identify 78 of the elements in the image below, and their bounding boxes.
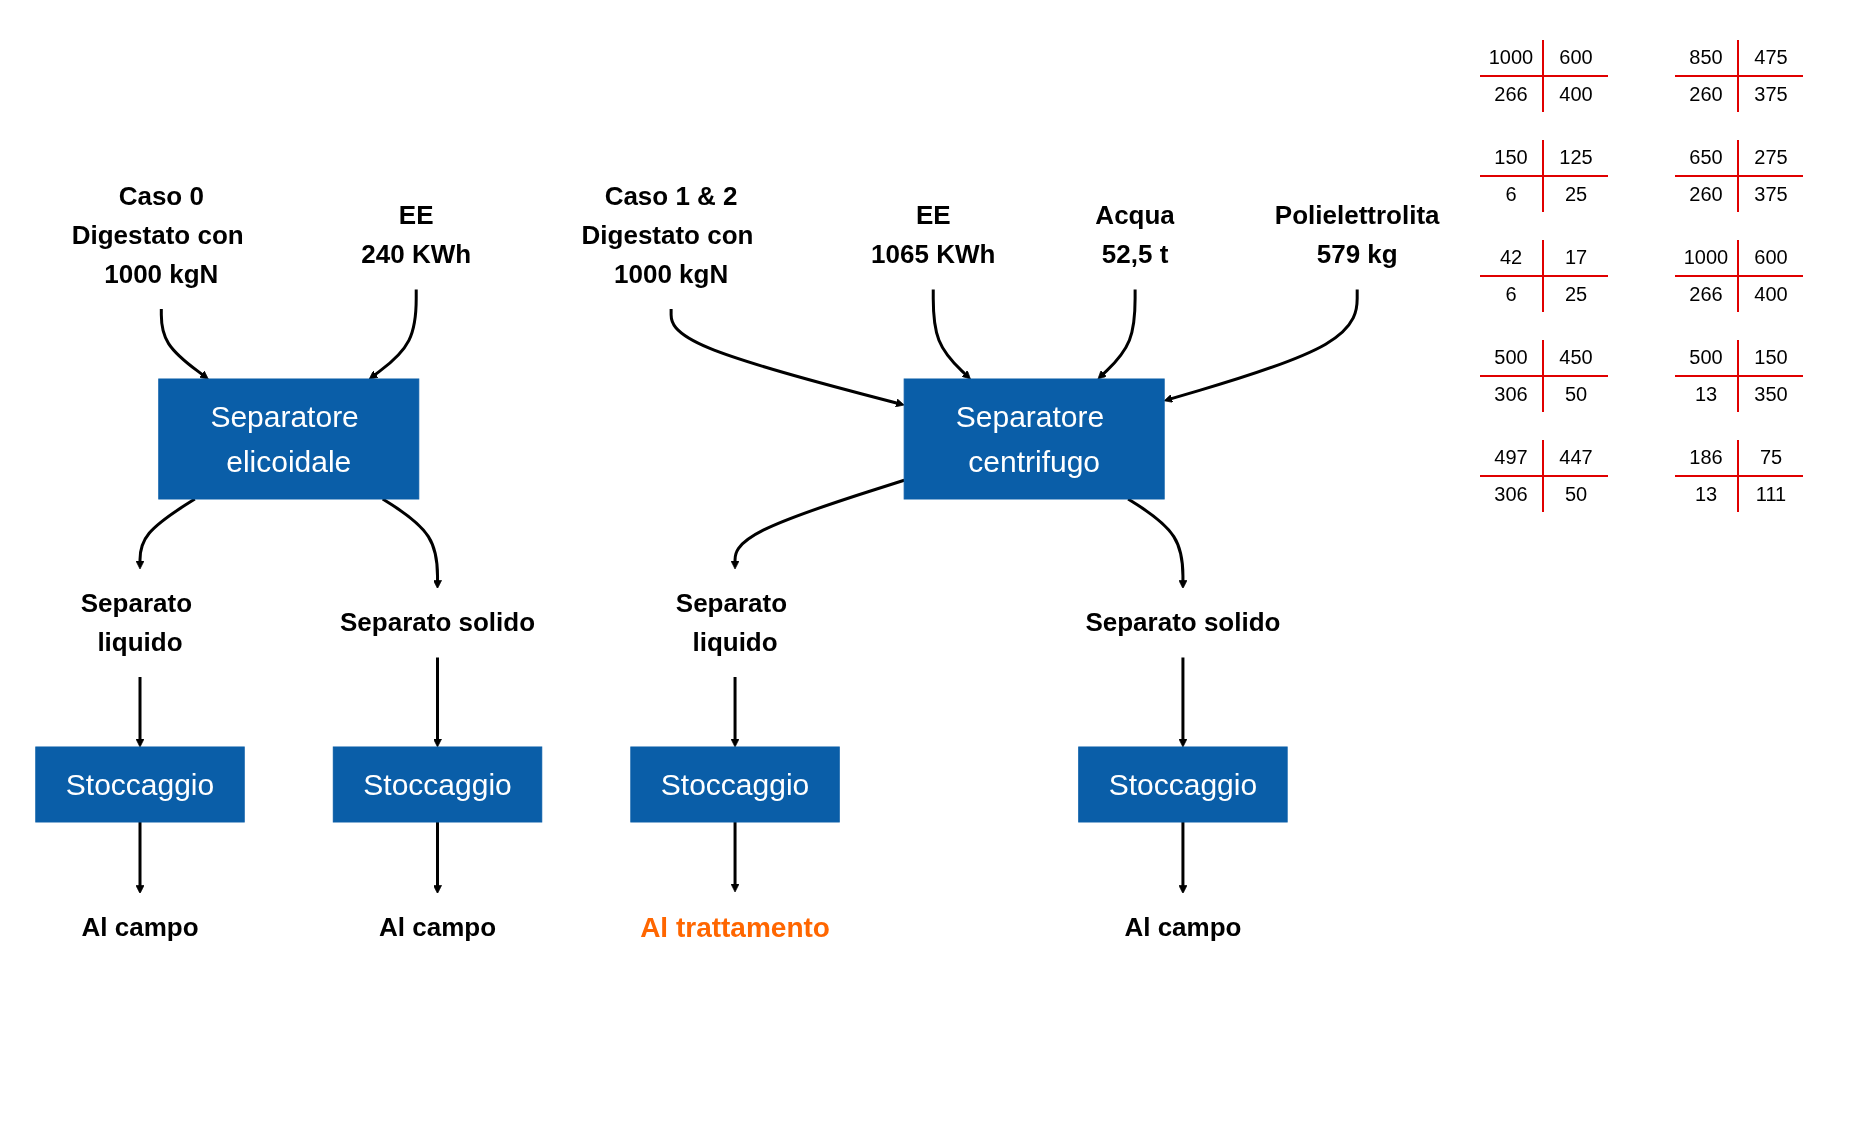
arrow bbox=[669, 309, 905, 408]
node-text: EE 1065 KWh bbox=[871, 200, 996, 270]
table-cell: 260 bbox=[1675, 77, 1739, 112]
table-cell: 6 bbox=[1480, 177, 1544, 212]
table-cell-text: 25 bbox=[1563, 182, 1589, 207]
arrow bbox=[730, 677, 740, 748]
node-text: Separato liquido bbox=[676, 587, 788, 657]
arrow bbox=[1164, 289, 1359, 403]
node-text: Separato liquido bbox=[80, 587, 193, 657]
table-cell-text: 375 bbox=[1753, 82, 1789, 107]
arrow bbox=[369, 289, 418, 380]
table-cell: 497 bbox=[1480, 440, 1544, 477]
node-text: Al campo bbox=[81, 912, 199, 943]
arrow bbox=[1178, 657, 1188, 748]
table-cell-text: 111 bbox=[1754, 482, 1788, 507]
node-text: Al campo bbox=[379, 912, 497, 943]
table-cell-text: 25 bbox=[1563, 282, 1589, 307]
table-cell: 260 bbox=[1675, 177, 1739, 212]
table-cell: 125 bbox=[1544, 140, 1608, 177]
arrow bbox=[382, 497, 443, 589]
table-cell: 850 bbox=[1675, 40, 1739, 77]
node-box: Stoccaggio bbox=[1078, 746, 1288, 823]
table-cell-text: 50 bbox=[1563, 382, 1589, 407]
table-cell-text: 400 bbox=[1558, 82, 1594, 107]
table-cell: 13 bbox=[1675, 477, 1739, 512]
table-cell: 150 bbox=[1739, 340, 1803, 377]
node-text: EE 240 KWh bbox=[361, 200, 472, 270]
table-cell: 1000 bbox=[1675, 240, 1739, 277]
arrow bbox=[1127, 497, 1188, 589]
arrow bbox=[433, 822, 443, 894]
node-text: Al trattamento bbox=[640, 911, 831, 943]
table-cell: 75 bbox=[1739, 440, 1803, 477]
arrow bbox=[1178, 822, 1188, 894]
table-cell: 475 bbox=[1739, 40, 1803, 77]
table-cell-text: 350 bbox=[1753, 382, 1789, 407]
node-text: Acqua 52,5 t bbox=[1095, 200, 1176, 270]
table-cell: 1000 bbox=[1480, 40, 1544, 77]
table-cell: 42 bbox=[1480, 240, 1544, 277]
table-cell: 600 bbox=[1544, 40, 1608, 77]
table-cell: 650 bbox=[1675, 140, 1739, 177]
arrow bbox=[1097, 289, 1137, 380]
node-box: Separatore centrifugo bbox=[903, 378, 1165, 500]
node-text: Caso 1 & 2 Digestato con 1000 kgN bbox=[581, 181, 754, 289]
arrow bbox=[433, 657, 443, 748]
table-cell: 6 bbox=[1480, 277, 1544, 312]
arrow bbox=[135, 677, 145, 748]
node-text: Polielettrolita 579 kg bbox=[1275, 200, 1440, 270]
arrow bbox=[160, 309, 209, 380]
table-cell-text: 50 bbox=[1563, 482, 1589, 507]
node-text: Caso 0 Digestato con 1000 kgN bbox=[71, 181, 244, 289]
node-text: Separato solido bbox=[1085, 607, 1281, 638]
table-cell: 306 bbox=[1480, 477, 1544, 512]
node-text: Separato solido bbox=[340, 607, 536, 638]
table-cell: 186 bbox=[1675, 440, 1739, 477]
table-cell: 500 bbox=[1480, 340, 1544, 377]
table-cell-text: 400 bbox=[1753, 282, 1789, 307]
table-cell: 275 bbox=[1739, 140, 1803, 177]
arrow bbox=[730, 822, 740, 893]
table-cell: 17 bbox=[1544, 240, 1608, 277]
table-cell: 266 bbox=[1675, 277, 1739, 312]
node-box: Stoccaggio bbox=[630, 746, 840, 823]
arrow bbox=[135, 497, 196, 570]
table-cell: 13 bbox=[1675, 377, 1739, 412]
table-cell: 266 bbox=[1480, 77, 1544, 112]
table-cell-text: 375 bbox=[1753, 182, 1789, 207]
node-box: Separatore elicoidale bbox=[158, 378, 420, 500]
node-box: Stoccaggio bbox=[333, 746, 543, 823]
arrow bbox=[931, 289, 972, 380]
arrow bbox=[135, 822, 145, 894]
node-box: Stoccaggio bbox=[35, 746, 245, 823]
table-cell: 500 bbox=[1675, 340, 1739, 377]
node-text: Al campo bbox=[1124, 912, 1242, 943]
table-cell: 450 bbox=[1544, 340, 1608, 377]
table-cell: 306 bbox=[1480, 377, 1544, 412]
arrow bbox=[730, 478, 905, 570]
table-cell: 447 bbox=[1544, 440, 1608, 477]
table-cell: 600 bbox=[1739, 240, 1803, 277]
table-cell: 150 bbox=[1480, 140, 1544, 177]
